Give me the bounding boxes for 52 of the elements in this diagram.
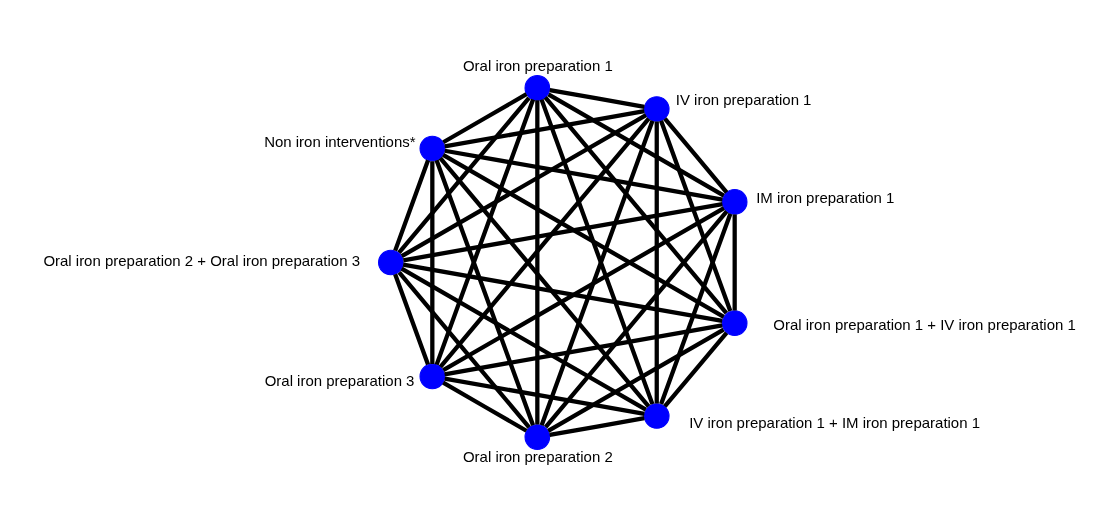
- node-circle: [378, 249, 404, 276]
- node-circle: [524, 75, 551, 101]
- connector: [442, 92, 528, 145]
- connector: [434, 98, 536, 366]
- node-circle: [643, 403, 670, 429]
- connector: [442, 152, 725, 319]
- connector: [438, 117, 651, 369]
- connector: [397, 96, 531, 255]
- connector: [402, 201, 723, 263]
- connector: [430, 161, 435, 364]
- connector: [549, 88, 645, 109]
- node-label: Oral iron preparation 1 + IV iron preparation 1: [773, 316, 1076, 334]
- connector: [442, 206, 725, 372]
- node-label: Non iron interventions*: [264, 132, 416, 150]
- node-label: Oral iron preparation 2: [462, 447, 613, 465]
- node-circle: [643, 96, 670, 122]
- connector: [444, 109, 645, 149]
- connector: [659, 212, 733, 405]
- node-label: IM iron preparation 1: [756, 188, 895, 206]
- connector: [444, 323, 723, 377]
- connector: [663, 117, 729, 194]
- connector: [547, 327, 725, 433]
- node-circle: [419, 135, 446, 162]
- connector: [444, 148, 723, 202]
- connector: [535, 100, 540, 425]
- node-label: IV iron preparation 1 + IM iron preparation 1: [689, 413, 981, 431]
- connector: [549, 416, 645, 437]
- connector: [434, 159, 536, 426]
- node-label: IV iron preparation 1: [675, 90, 812, 108]
- connector: [659, 120, 733, 312]
- connector: [400, 113, 648, 259]
- connector: [732, 214, 737, 311]
- connector: [543, 96, 728, 315]
- connector: [397, 271, 531, 429]
- node-label: Oral iron preparation 1: [462, 57, 613, 75]
- connector: [393, 159, 431, 252]
- connector: [544, 210, 729, 429]
- node-label: Oral iron preparation 3: [264, 372, 415, 390]
- node-circle: [419, 363, 446, 390]
- node-label: Oral iron preparation 2 + Oral iron preparation 3: [43, 252, 360, 270]
- connector: [444, 376, 645, 416]
- connector: [402, 262, 723, 324]
- node-circle: [721, 189, 748, 215]
- connector: [442, 380, 528, 433]
- connector: [393, 273, 431, 366]
- node-circle: [524, 424, 551, 450]
- connector: [654, 121, 659, 404]
- node-circle: [721, 310, 748, 336]
- connector: [547, 92, 725, 198]
- connector: [663, 331, 729, 408]
- connector: [400, 266, 647, 412]
- connector: [438, 156, 651, 408]
